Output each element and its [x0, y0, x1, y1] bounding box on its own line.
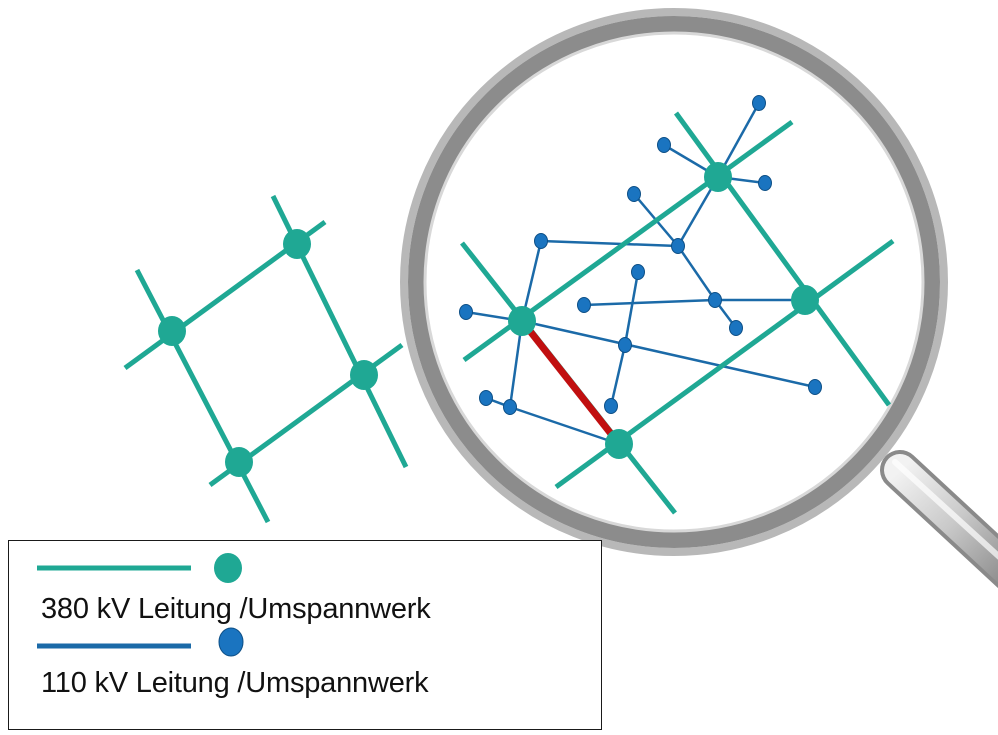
substation-380kv	[508, 306, 536, 336]
substation-110kv	[657, 137, 671, 153]
legend-110kv-node-swatch	[218, 627, 244, 657]
outer-380kv-substations	[158, 229, 378, 477]
substation-110kv	[503, 399, 517, 415]
substation-110kv	[708, 292, 722, 308]
grid-line-110kv	[540, 239, 679, 248]
grid-line-110kv	[509, 405, 620, 446]
zoomed-380kv-substations	[508, 162, 819, 459]
grid-line-110kv	[623, 271, 640, 346]
grid-line-110kv	[609, 344, 627, 407]
substation-380kv	[225, 447, 253, 477]
substation-110kv	[534, 233, 548, 249]
legend-label-380kv: 380 kV Leitung /Umspannwerk	[41, 593, 431, 625]
grid-line-110kv	[676, 245, 717, 301]
legend-380kv-node-swatch	[214, 553, 242, 583]
substation-110kv	[627, 186, 641, 202]
substation-380kv	[704, 162, 732, 192]
legend-label-110kv: 110 kV Leitung /Umspannwerk	[41, 667, 429, 699]
grid-line-110kv	[521, 319, 816, 389]
legend: 380 kV Leitung /Umspannwerk 110 kV Leitu…	[8, 540, 602, 730]
substation-380kv	[283, 229, 311, 259]
substation-110kv	[604, 398, 618, 414]
substation-380kv	[158, 316, 186, 346]
grid-line-380kv	[673, 111, 892, 407]
grid-line-110kv	[583, 298, 716, 307]
substation-110kv	[758, 175, 772, 191]
magnifier-lens	[400, 8, 948, 556]
substation-110kv	[577, 297, 591, 313]
substation-110kv	[671, 238, 685, 254]
substation-110kv	[479, 390, 493, 406]
highlighted-line-segment	[519, 318, 622, 447]
substation-380kv	[350, 360, 378, 390]
grid-line-380kv	[134, 268, 271, 524]
substation-110kv	[618, 337, 632, 353]
substation-110kv	[631, 264, 645, 280]
substation-380kv	[605, 429, 633, 459]
substation-110kv	[729, 320, 743, 336]
outer-380kv-grid	[123, 194, 409, 524]
substation-110kv	[752, 95, 766, 111]
substation-110kv	[459, 304, 473, 320]
substation-110kv	[808, 379, 822, 395]
substation-380kv	[791, 285, 819, 315]
magnifier-handle	[880, 450, 998, 588]
zoomed-110kv-substations	[459, 95, 822, 415]
